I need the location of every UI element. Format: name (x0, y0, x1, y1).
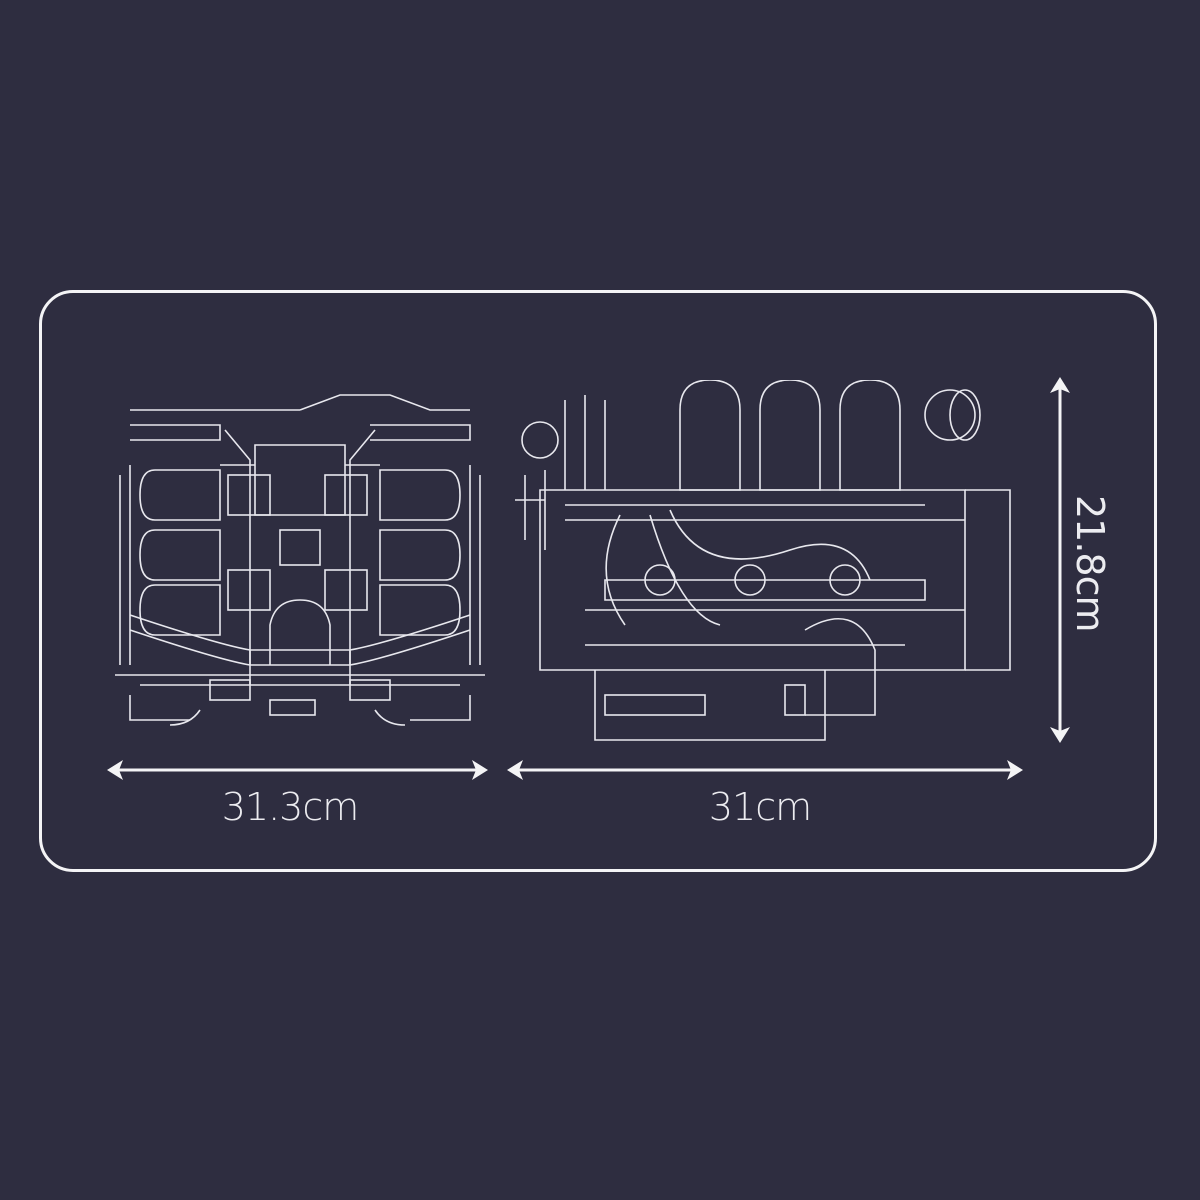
front-view-drawing (100, 365, 500, 750)
height-arrow (1050, 377, 1070, 743)
side-length-arrow (507, 760, 1023, 780)
side-length-label: 31cm (708, 785, 812, 829)
front-width-label: 31.3cm (221, 785, 360, 829)
side-view-drawing (505, 380, 1020, 750)
outline-frame (39, 290, 1157, 872)
height-label: 21.8cm (1068, 495, 1112, 632)
front-width-arrow (107, 760, 488, 780)
